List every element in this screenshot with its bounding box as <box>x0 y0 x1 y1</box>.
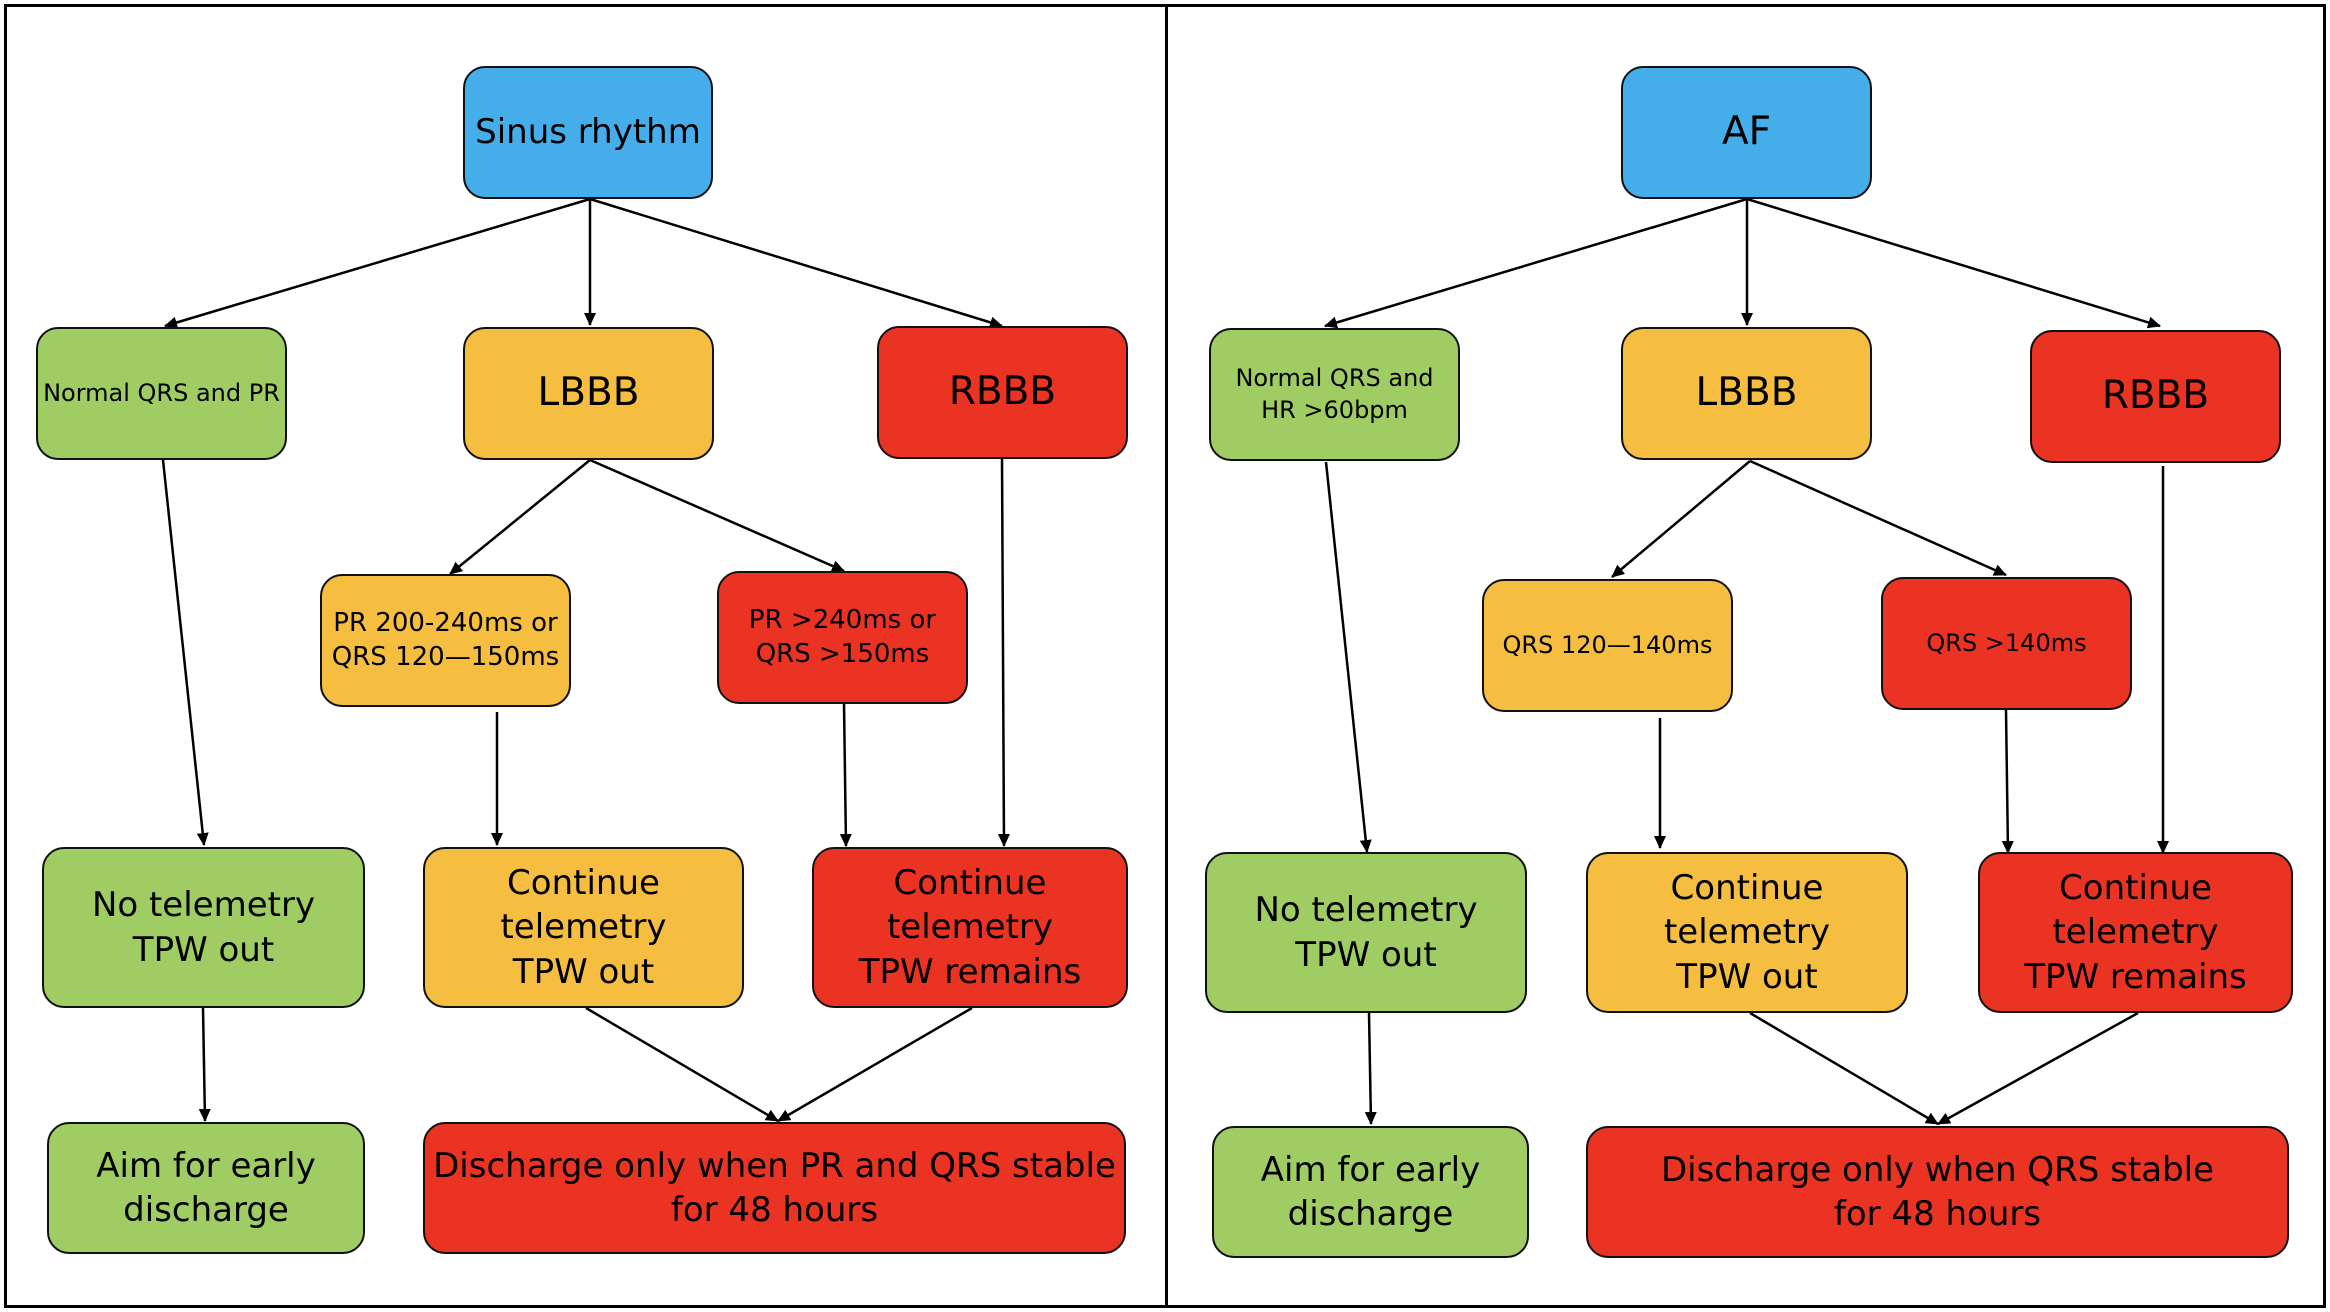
arrow-normal-to-no-telemetry <box>161 459 209 846</box>
node-normal-qrs-pr: Normal QRS and PR <box>36 327 287 460</box>
arrow-lbbb-to-severe <box>589 458 845 573</box>
node-af-no-telemetry: No telemetry TPW out <box>1205 852 1527 1013</box>
arrow-no-telemetry-to-early <box>198 1007 211 1122</box>
node-pr-qrs-mild: PR 200-240ms or QRS 120—150ms <box>320 574 571 707</box>
node-af-qrs-mild: QRS 120—140ms <box>1482 579 1733 712</box>
node-af-continue-telemetry-out: Continue telemetry TPW out <box>1586 852 1908 1013</box>
node-af: AF <box>1621 66 1872 199</box>
node-discharge-pr-qrs-stable: Discharge only when PR and QRS stable fo… <box>423 1122 1126 1254</box>
arrow-af-lbbb-to-mild <box>1611 460 1751 578</box>
node-pr-qrs-severe: PR >240ms or QRS >150ms <box>717 571 968 704</box>
arrow-af-continue-remains-to-discharge <box>1937 1011 2139 1126</box>
node-af-normal-qrs-hr: Normal QRS and HR >60bpm <box>1209 328 1460 461</box>
node-af-discharge-qrs-stable: Discharge only when QRS stable for 48 ho… <box>1586 1126 2289 1258</box>
arrow-af-to-normal <box>1324 197 1748 329</box>
arrow-rhythm-to-normal <box>164 197 591 329</box>
node-af-lbbb: LBBB <box>1621 327 1872 460</box>
node-sinus-rhythm: Sinus rhythm <box>463 66 713 199</box>
node-af-continue-telemetry-remains: Continue telemetry TPW remains <box>1978 852 2293 1013</box>
panel-divider <box>1165 4 1168 1308</box>
arrow-af-to-rbbb <box>1746 197 2161 329</box>
arrow-af-severe-to-continue-remains <box>2001 709 2014 854</box>
node-rbbb: RBBB <box>877 326 1128 459</box>
node-af-qrs-severe: QRS >140ms <box>1881 577 2132 710</box>
arrow-af-no-telemetry-to-early <box>1364 1012 1377 1125</box>
node-af-rbbb: RBBB <box>2030 330 2281 463</box>
arrow-continue-out-to-discharge <box>585 1006 779 1123</box>
node-early-discharge: Aim for early discharge <box>47 1122 365 1254</box>
node-continue-telemetry-remains: Continue telemetry TPW remains <box>812 847 1128 1008</box>
arrow-lbbb-to-mild <box>449 459 591 575</box>
node-lbbb: LBBB <box>463 327 714 460</box>
node-no-telemetry: No telemetry TPW out <box>42 847 365 1008</box>
arrow-severe-to-continue-remains <box>839 703 852 847</box>
arrow-af-normal-to-no-telemetry <box>1324 461 1372 853</box>
arrow-rhythm-to-rbbb <box>589 197 1003 329</box>
arrow-af-lbbb-to-severe <box>1749 459 2007 577</box>
arrow-continue-remains-to-discharge <box>777 1006 973 1123</box>
node-af-early-discharge: Aim for early discharge <box>1212 1126 1529 1258</box>
node-continue-telemetry-out: Continue telemetry TPW out <box>423 847 744 1008</box>
arrow-rbbb-to-continue-remains <box>997 458 1010 847</box>
arrow-af-continue-out-to-discharge <box>1749 1011 1939 1126</box>
